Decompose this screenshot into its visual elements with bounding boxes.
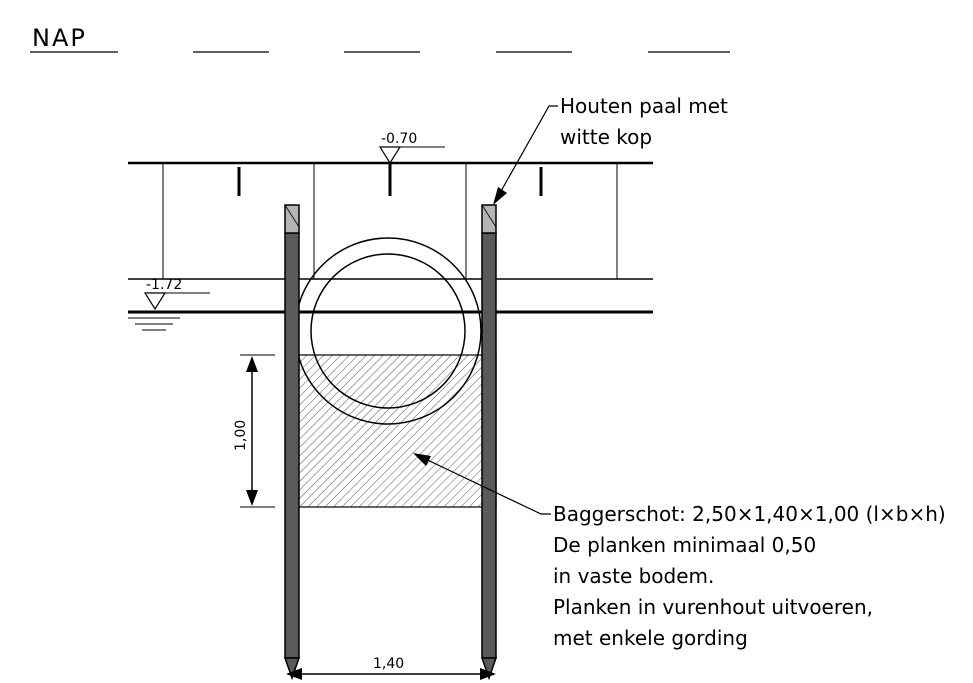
- dimension-height: 1,00: [233, 354, 275, 508]
- level-triangle-top: [378, 146, 402, 165]
- level-triangle-water: [143, 292, 167, 311]
- dim-width-label: 1,40: [373, 656, 404, 672]
- level-label-top: -0.70: [381, 131, 417, 147]
- baggerschot-annotation-line-4: Planken in vurenhout uitvoeren,: [553, 595, 873, 619]
- pile-right-tip: [480, 657, 498, 681]
- nap-label: NAP: [32, 24, 87, 52]
- pile-left-head: [284, 204, 300, 234]
- dim-height-arrow-bottom: [246, 490, 258, 506]
- pile-right-shaft: [481, 232, 497, 659]
- header-block: NAP: [30, 24, 730, 53]
- pile-annotation-line-1: Houten paal met: [560, 94, 728, 118]
- pile-right-head-mark: [481, 204, 497, 228]
- level-marker-water: -1.72: [128, 277, 210, 331]
- level-marker-top: -0.70: [378, 131, 445, 165]
- pile-left-head-mark: [284, 204, 300, 228]
- pipe-inner: [310, 253, 466, 409]
- pile-left-shaft: [284, 232, 300, 659]
- baggerschot-annotation-line-5: met enkele gording: [553, 626, 748, 650]
- baggerschot-body: [285, 354, 497, 508]
- pile-left: [283, 204, 301, 681]
- dimension-width: 1,40: [286, 656, 496, 680]
- leader-baggerschot-arrow: [413, 453, 431, 466]
- dim-height-label: 1,00: [233, 420, 249, 451]
- baggerschot-annotation-line-1: Baggerschot: 2,50×1,40×1,00 (l×b×h): [553, 502, 946, 526]
- pile-left-tip: [283, 657, 301, 681]
- pile-right: [480, 204, 498, 681]
- leader-baggerschot: Baggerschot: 2,50×1,40×1,00 (l×b×h) De p…: [413, 453, 946, 650]
- pile-annotation-line-2: witte kop: [560, 125, 652, 149]
- leader-pile: Houten paal met witte kop: [493, 94, 728, 205]
- pile-right-head: [481, 204, 497, 234]
- leader-pile-line: [495, 105, 558, 201]
- leader-pile-arrow: [493, 187, 507, 205]
- level-label-water: -1.72: [146, 277, 182, 293]
- dim-width-arrow-left: [286, 668, 302, 680]
- dim-width-arrow-right: [480, 668, 496, 680]
- leader-baggerschot-line: [416, 454, 551, 515]
- baggerschot-annotation-line-2: De planken minimaal 0,50: [553, 533, 816, 557]
- dim-height-arrow-top: [246, 356, 258, 372]
- baggerschot-annotation-line-3: in vaste bodem.: [553, 564, 714, 588]
